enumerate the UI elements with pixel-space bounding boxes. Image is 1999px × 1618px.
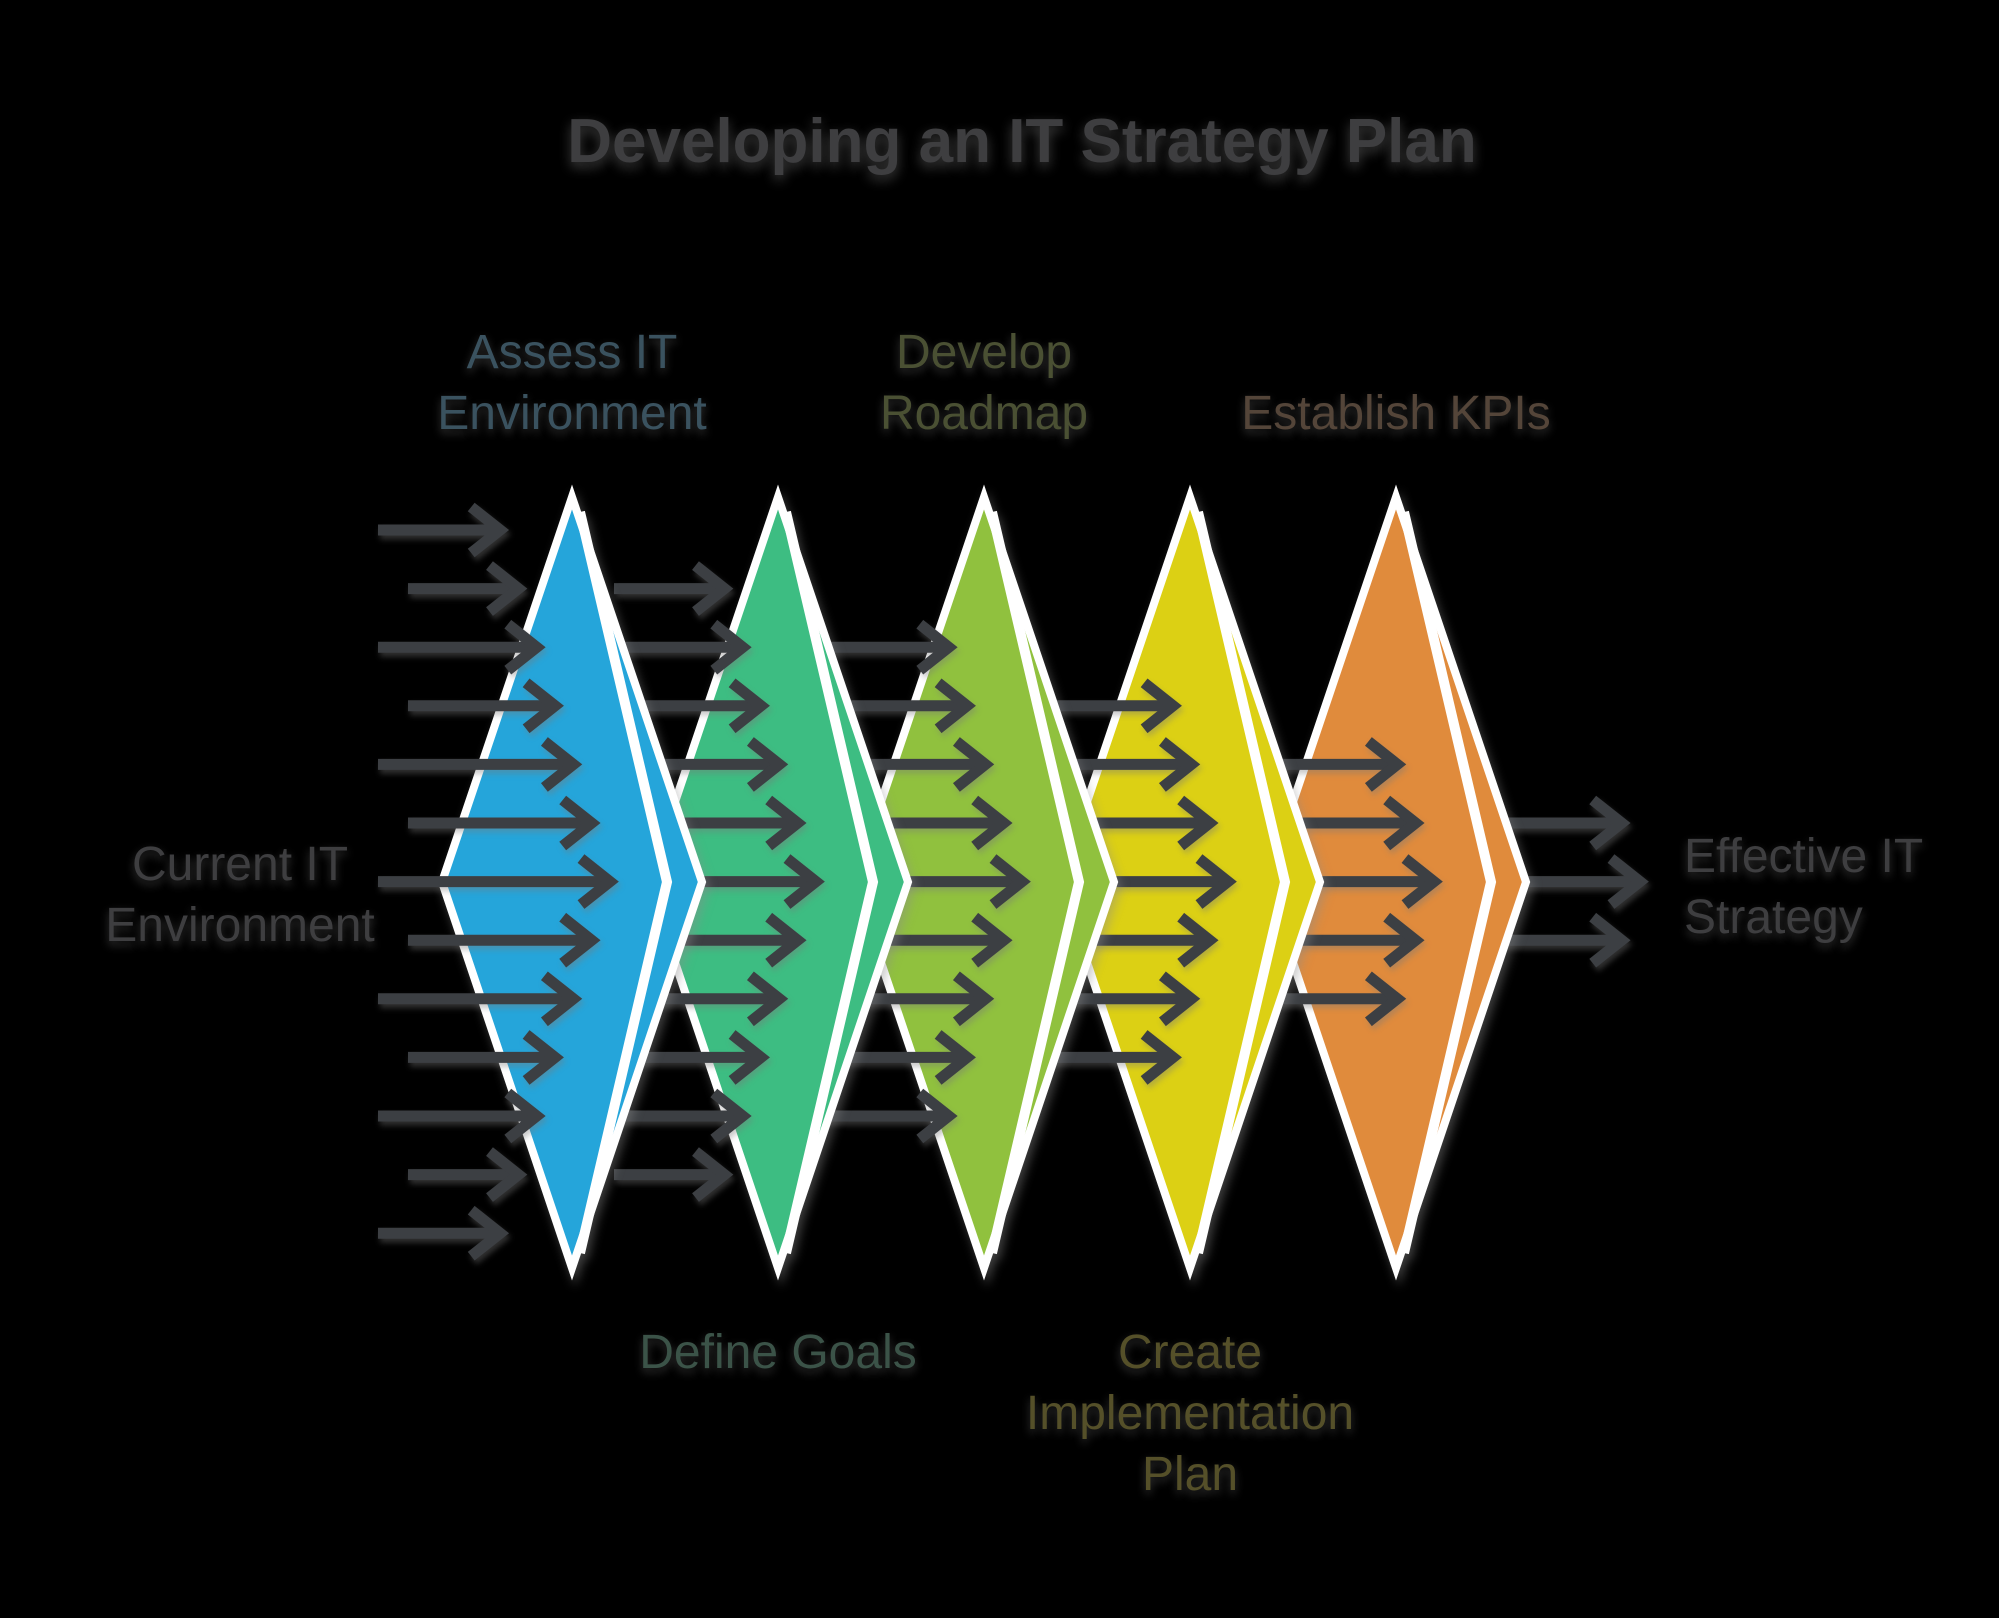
flow-arrow-head — [1364, 971, 1407, 1027]
flow-arrow-head — [559, 795, 601, 851]
flow-arrow-head — [989, 854, 1031, 909]
stage-label-create-implementation-plan-line: Implementation — [1025, 1387, 1355, 1440]
flow-arrow-head — [1158, 971, 1201, 1027]
flow-arrow-head — [916, 619, 958, 675]
diamond-fold-stripe — [1193, 510, 1291, 1255]
flow-arrow-head — [728, 1030, 770, 1085]
flow-arrow-head — [486, 561, 528, 616]
flow-arrow-head — [540, 971, 583, 1027]
stage-label-create-implementation-plan-line: Create — [1117, 1326, 1263, 1379]
input-label-current-it-environment-line: Environment — [105, 899, 375, 952]
stage-label-create-implementation-plan-line: Plan — [1141, 1448, 1239, 1501]
flow-arrow-head — [1158, 737, 1201, 792]
flow-arrow-head — [971, 795, 1013, 851]
flow-arrow-head — [504, 619, 546, 675]
flow-arrow-head — [710, 1088, 752, 1144]
stage-label-establish-kpis-line: Establish KPIs — [1241, 387, 1551, 440]
input-label-current-it-environment-line: Current IT — [131, 838, 349, 891]
flow-arrow-head — [710, 619, 752, 675]
stage-label-assess-it-environment-line: Assess IT — [466, 326, 678, 379]
diamond-fold-stripe — [1399, 510, 1497, 1255]
flow-arrow-head — [746, 737, 789, 792]
flow-arrow-head — [934, 678, 976, 734]
flow-arrow-head — [692, 561, 734, 616]
flow-arrow-head — [952, 737, 995, 792]
flow-arrow-head — [1177, 795, 1219, 851]
stage-label-define-goals: Define Goals — [639, 1322, 916, 1383]
flow-arrow-head — [577, 854, 619, 909]
flow-arrow-head — [952, 971, 995, 1027]
stage-label-develop-roadmap-line: Roadmap — [879, 387, 1089, 440]
arrow-group-into-assess-it-environment — [378, 502, 619, 1261]
flow-arrow-head — [522, 1030, 564, 1085]
stage-label-develop-roadmap-line: Develop — [895, 326, 1073, 379]
flow-arrow-head — [1589, 795, 1631, 851]
flow-arrow-head — [522, 678, 564, 734]
flow-arrow-head — [540, 737, 583, 792]
diamond-fold-stripe — [575, 510, 673, 1255]
output-label-effective-it-strategy: Effective IT Strategy — [1684, 826, 1923, 948]
flow-arrow-head — [765, 795, 807, 851]
diamond-fold-stripe — [987, 510, 1085, 1255]
flow-arrow-head — [504, 1088, 546, 1144]
flow-arrow-head — [934, 1030, 976, 1085]
flow-arrow-head — [916, 1088, 958, 1144]
flow-arrow-head — [765, 912, 807, 968]
flow-arrow-head — [971, 912, 1013, 968]
diagram-title: Developing an IT Strategy Plan — [567, 107, 1477, 176]
flow-arrow-head — [467, 502, 510, 558]
flow-arrow-head — [467, 1205, 510, 1261]
stage-label-define-goals-line: Define Goals — [639, 1326, 917, 1379]
diamond-fold-stripe — [781, 510, 879, 1255]
stage-label-establish-kpis: Establish KPIs — [1241, 383, 1550, 444]
input-label-current-it-environment: Current IT Environment — [105, 834, 374, 956]
output-label-effective-it-strategy-line: Effective IT — [1684, 830, 1924, 883]
flow-arrow-head — [1607, 854, 1649, 909]
flow-arrow-head — [486, 1147, 528, 1202]
flow-arrow-head — [1589, 912, 1631, 968]
flow-arrow-head — [1140, 678, 1182, 734]
flow-arrow-head — [728, 678, 770, 734]
flow-arrow-head — [1401, 854, 1443, 909]
flow-arrow-head — [1140, 1030, 1182, 1085]
stage-label-assess-it-environment-line: Environment — [437, 387, 707, 440]
flow-arrow-head — [746, 971, 789, 1027]
flow-arrow-head — [559, 912, 601, 968]
flow-arrow-head — [1383, 912, 1425, 968]
output-label-effective-it-strategy-line: Strategy — [1684, 891, 1863, 944]
flow-arrow-head — [692, 1147, 734, 1202]
flow-arrow-head — [1177, 912, 1219, 968]
flow-arrow-head — [783, 854, 825, 909]
flow-arrow-head — [1383, 795, 1425, 851]
flow-arrow-head — [1195, 854, 1237, 909]
flow-arrow-head — [1364, 737, 1407, 792]
stage-label-assess-it-environment: Assess IT Environment — [437, 322, 706, 444]
